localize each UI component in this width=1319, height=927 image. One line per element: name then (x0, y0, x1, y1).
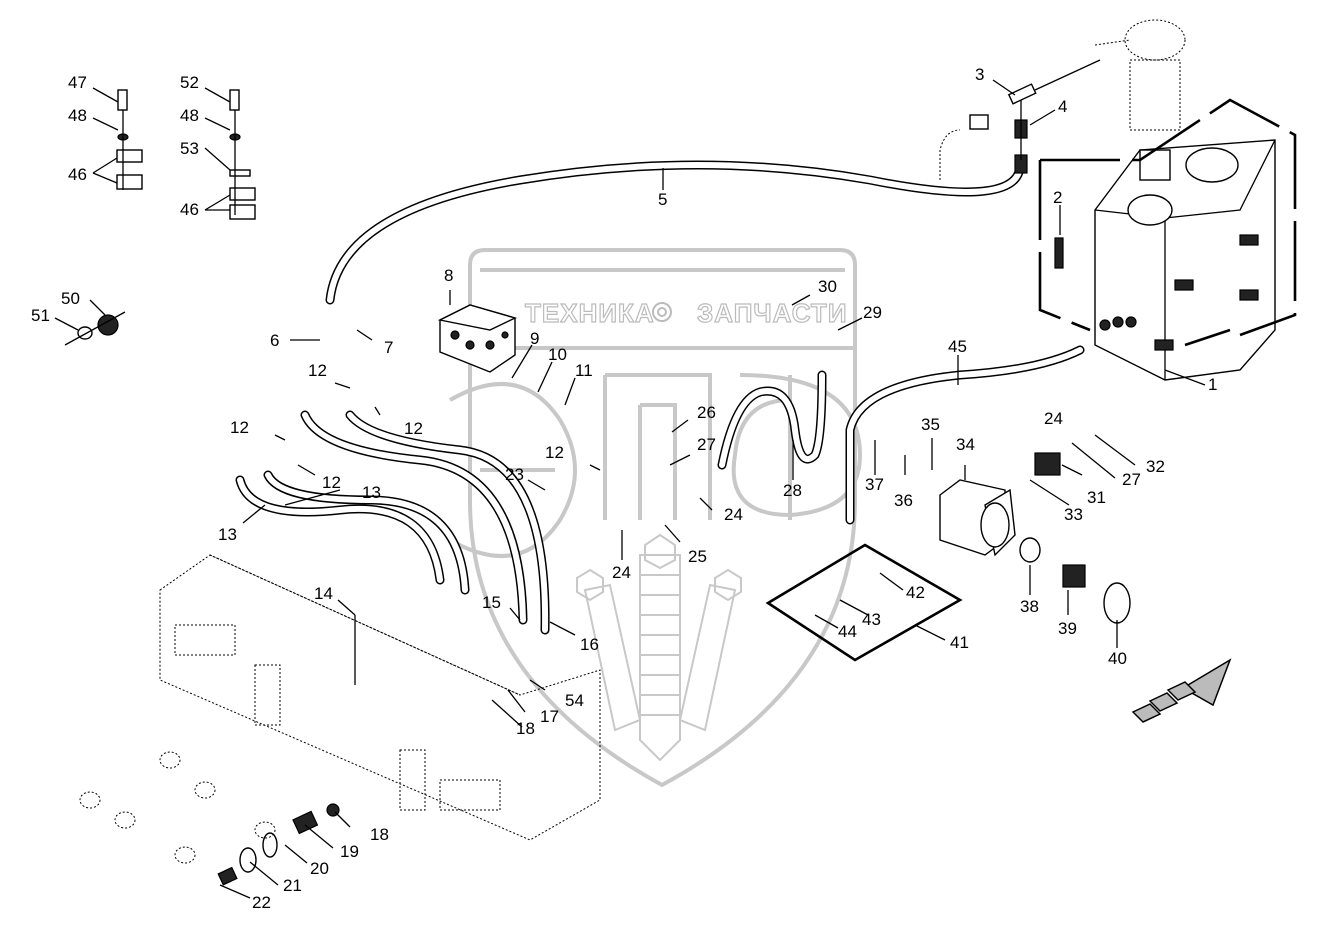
watermark-letter-p (603, 373, 712, 520)
callout-7: 7 (384, 338, 393, 357)
callout-48: 48 (68, 106, 87, 125)
callout-46: 46 (180, 200, 199, 219)
callout-2: 2 (1053, 188, 1062, 207)
callout-34: 34 (956, 435, 975, 454)
callout-13: 13 (218, 525, 237, 544)
callout-1: 1 (1208, 375, 1217, 394)
callout-21: 21 (283, 876, 302, 895)
hydraulic-tank (1038, 98, 1297, 381)
callout-28: 28 (783, 481, 802, 500)
callout-10: 10 (548, 345, 567, 364)
callout-53: 53 (180, 139, 199, 158)
callout-18: 18 (516, 719, 535, 738)
watermark-letter-e (449, 382, 577, 558)
callout-33: 33 (1064, 505, 1083, 524)
callout-36: 36 (894, 491, 913, 510)
watermark: ТЕХНИКА ЗАПЧАСТИ (449, 248, 863, 788)
callout-27: 27 (697, 435, 716, 454)
callout-54: 54 (565, 691, 584, 710)
leader-lines (54, 79, 1206, 899)
callout-47: 47 (68, 73, 87, 92)
hose-28 (717, 370, 827, 470)
callout-12: 12 (322, 473, 341, 492)
fittings-3-4 (939, 59, 1101, 180)
callout-23: 23 (505, 465, 524, 484)
callout-3: 3 (975, 65, 984, 84)
callout-11: 11 (575, 361, 593, 380)
callout-50: 50 (61, 289, 80, 308)
callout-18: 18 (370, 825, 389, 844)
callout-17: 17 (540, 707, 559, 726)
callout-26: 26 (697, 403, 716, 422)
callout-12: 12 (404, 419, 423, 438)
callout-40: 40 (1108, 649, 1127, 668)
callout-12: 12 (545, 443, 564, 462)
bracket-41-outline (765, 543, 963, 662)
callout-29: 29 (863, 303, 882, 322)
hose-5 (325, 160, 1025, 305)
callout-51: 51 (31, 306, 50, 325)
pump (939, 452, 1131, 624)
callout-39: 39 (1058, 619, 1077, 638)
callout-19: 19 (340, 842, 359, 861)
callout-38: 38 (1020, 597, 1039, 616)
rear-frame (159, 554, 601, 841)
callout-13: 13 (362, 483, 381, 502)
callout-5: 5 (658, 190, 667, 209)
callout-25: 25 (688, 547, 707, 566)
watermark-shield (468, 248, 857, 788)
callout-46: 46 (68, 165, 87, 184)
callout-35: 35 (921, 415, 940, 434)
callout-labels: 1 2 3 4 5 6 7 8 9 10 11 12 12 12 12 12 1… (31, 65, 1217, 912)
callout-48: 48 (180, 106, 199, 125)
callout-22: 22 (252, 893, 271, 912)
callout-16: 16 (580, 635, 599, 654)
callout-12: 12 (230, 418, 249, 437)
callout-15: 15 (482, 593, 501, 612)
callout-32: 32 (1146, 457, 1165, 476)
clamp-set-1 (116, 89, 143, 190)
callout-24: 24 (724, 505, 743, 524)
callout-14: 14 (314, 584, 333, 603)
callout-52: 52 (180, 73, 199, 92)
watermark-sheaves (576, 533, 742, 762)
sight-glass (1054, 237, 1064, 269)
callout-9: 9 (530, 329, 539, 348)
callout-24: 24 (612, 563, 631, 582)
callout-8: 8 (444, 266, 453, 285)
hose-45 (845, 345, 1085, 525)
valve-block (437, 304, 517, 373)
callout-4: 4 (1058, 97, 1067, 116)
callout-44: 44 (838, 622, 857, 641)
callout-42: 42 (906, 583, 925, 602)
callout-12: 12 (308, 361, 327, 380)
watermark-left-text: ТЕХНИКА (525, 298, 655, 328)
callout-27: 27 (1122, 470, 1141, 489)
oil-filter (1094, 19, 1186, 131)
callout-37: 37 (865, 475, 884, 494)
quick-couplings (79, 751, 340, 886)
callout-24: 24 (1044, 409, 1063, 428)
callout-43: 43 (862, 610, 881, 629)
callout-6: 6 (270, 331, 279, 350)
callout-20: 20 (310, 859, 329, 878)
callout-30: 30 (818, 277, 837, 296)
clamp-set-2 (229, 89, 256, 220)
nut-50-51 (64, 311, 126, 346)
callout-41: 41 (950, 633, 969, 652)
gear-icon (652, 302, 672, 322)
callout-31: 31 (1087, 488, 1106, 507)
hoses-13 (235, 410, 550, 635)
direction-arrow-icon (1131, 658, 1232, 723)
watermark-right-text: ЗАПЧАСТИ (697, 298, 848, 328)
callout-45: 45 (948, 337, 967, 356)
